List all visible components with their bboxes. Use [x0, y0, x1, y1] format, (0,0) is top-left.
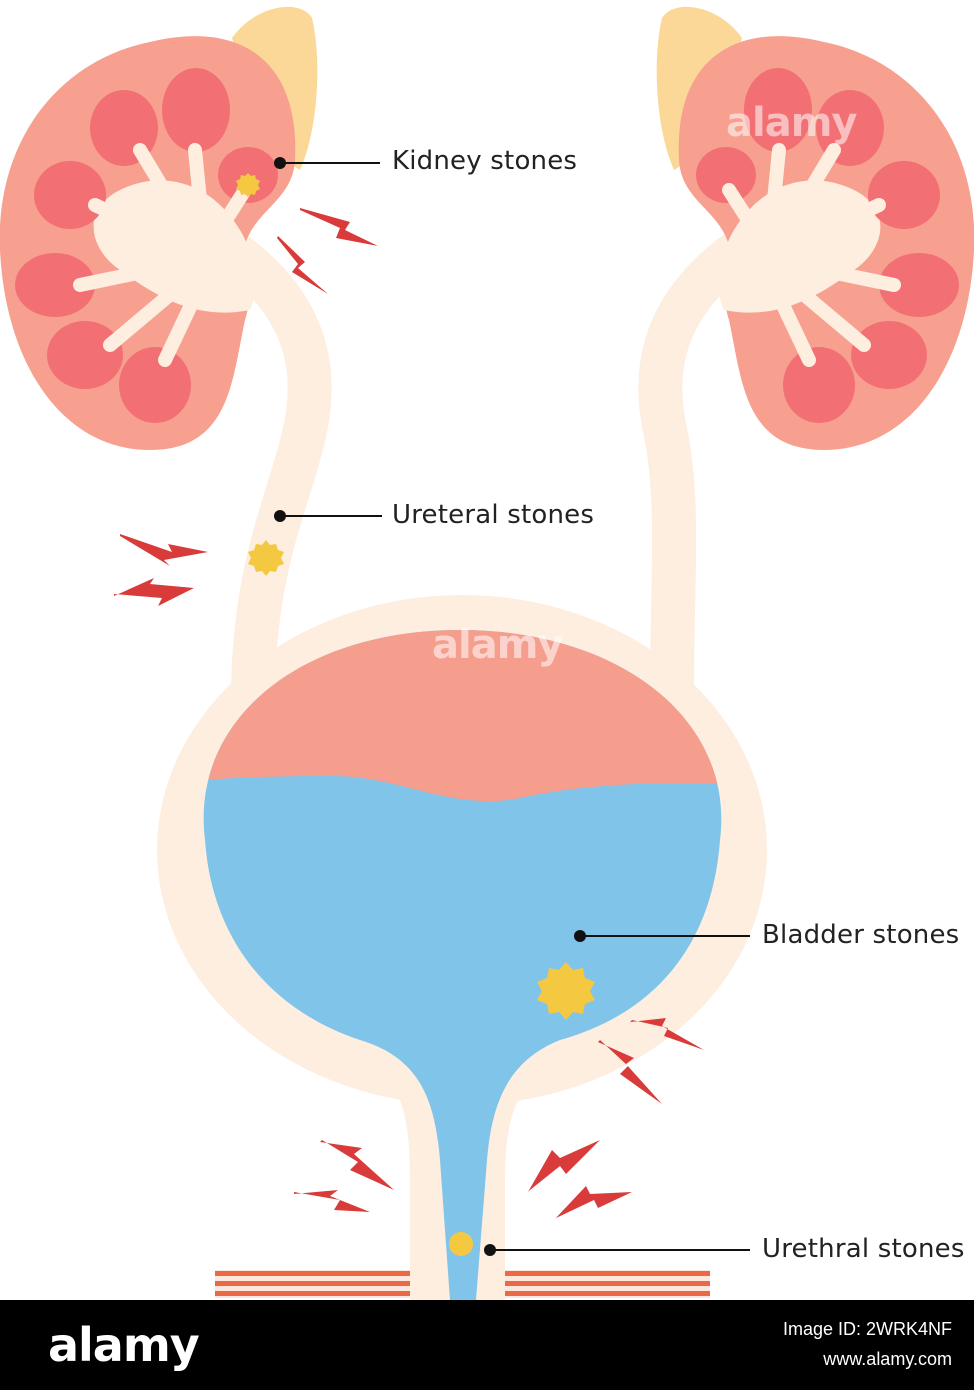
- urinary-stones-diagram: Kidney stones Ureteral stones Bladder st…: [0, 6, 974, 1300]
- ureteral-stones-label: Ureteral stones: [392, 500, 595, 530]
- kidney-stone: [236, 173, 260, 197]
- bladder-stone: [537, 962, 595, 1020]
- alamy-logo: alamy: [48, 1318, 200, 1372]
- watermark-center: alamy: [432, 622, 563, 668]
- site-url: www.alamy.com: [823, 1349, 952, 1369]
- watermark-top-right: alamy: [726, 100, 857, 146]
- pain-indicators: [114, 208, 704, 1220]
- left-ureter: [208, 228, 332, 712]
- right-ureter: [638, 228, 762, 712]
- right-kidney: [678, 36, 974, 450]
- pelvic-muscle-right: [503, 1270, 710, 1298]
- stones: [236, 173, 595, 1256]
- bladder-interior: [203, 630, 722, 1300]
- image-info: Image ID: 2WRK4NF www.alamy.com: [783, 1314, 952, 1374]
- ureteral-stone: [248, 540, 284, 576]
- urethral-stone: [449, 1232, 473, 1256]
- watermark-footer: alamy Image ID: 2WRK4NF www.alamy.com: [0, 1300, 974, 1390]
- kidney-stones-label: Kidney stones: [392, 146, 578, 176]
- leader-lines: [274, 157, 750, 1256]
- bladder-top-tissue: [203, 630, 722, 802]
- pelvic-muscle-left: [215, 1270, 420, 1298]
- image-id: Image ID: 2WRK4NF: [782, 1319, 952, 1339]
- left-kidney: [0, 36, 296, 450]
- diagram-canvas: [0, 6, 974, 1300]
- urethral-stones-label: Urethral stones: [762, 1234, 965, 1264]
- bladder-stones-label: Bladder stones: [762, 920, 960, 950]
